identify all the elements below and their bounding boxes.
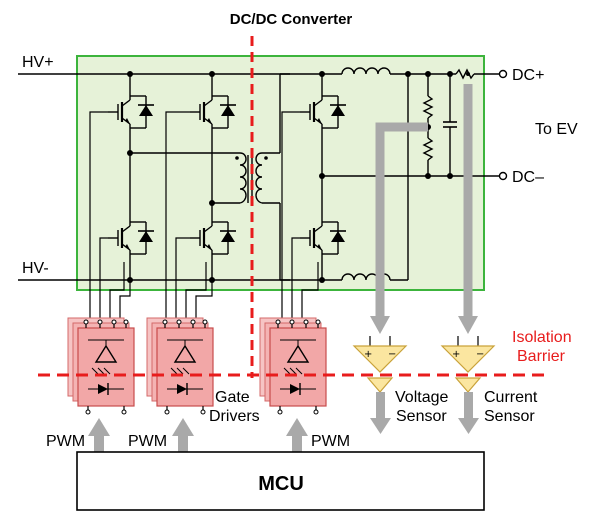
gate-drivers-label-line2: Drivers (209, 408, 260, 425)
mcu-label: MCU (258, 473, 304, 495)
current-sensor-label-line2: Sensor (484, 408, 535, 425)
voltage-sensor-to-mcu-arrow (370, 392, 391, 434)
dc-minus-terminal (498, 171, 508, 181)
divider-resistor-bottom (422, 137, 434, 161)
current-feedback-arrow (458, 84, 478, 334)
current-sensor-amplifier (441, 345, 495, 393)
voltage-sensor-label-line2: Sensor (396, 408, 447, 425)
diagram-title: DC/DC Converter (230, 11, 353, 28)
gate-driver-3 (259, 317, 327, 415)
pwm-arrow-2 (172, 418, 194, 452)
dc-plus-terminal (498, 69, 508, 79)
isolation-label-line1: Isolation (512, 329, 572, 346)
gate-driver-1 (67, 317, 135, 415)
gate-drivers-label-line1: Gate (215, 389, 250, 406)
voltage-sensor-label-line1: Voltage (395, 389, 448, 406)
isolation-label-line2: Barrier (517, 348, 566, 365)
pwm-label-2: PWM (128, 433, 167, 450)
shunt-resistor (455, 68, 475, 80)
pwm-label-1: PWM (46, 433, 85, 450)
divider-resistor-top (422, 95, 434, 119)
voltage-feedback-arrow (370, 122, 428, 334)
pwm-arrow-1 (88, 418, 110, 452)
current-sensor-to-mcu-arrow (458, 392, 479, 434)
voltage-sensor-amplifier (353, 345, 407, 393)
dc-minus-label: DC– (512, 169, 544, 186)
primary-switch-lower-left (106, 216, 156, 280)
gate-leads (89, 111, 319, 322)
mcu-block (76, 451, 485, 511)
transformer (235, 152, 268, 204)
gate-driver-2 (146, 317, 214, 415)
hv-plus-label: HV+ (22, 54, 54, 71)
to-ev-label: To EV (535, 121, 578, 138)
hv-minus-label: HV- (22, 260, 49, 277)
pwm-arrow-3 (286, 418, 308, 452)
pwm-label-3: PWM (311, 433, 350, 450)
primary-switch-lower-right (188, 216, 238, 280)
output-inductor-top (341, 67, 391, 75)
dc-plus-label: DC+ (512, 67, 544, 84)
primary-switch-upper-left (106, 74, 156, 218)
secondary-switch-lower (298, 216, 348, 280)
current-sensor-label-line1: Current (484, 389, 538, 406)
